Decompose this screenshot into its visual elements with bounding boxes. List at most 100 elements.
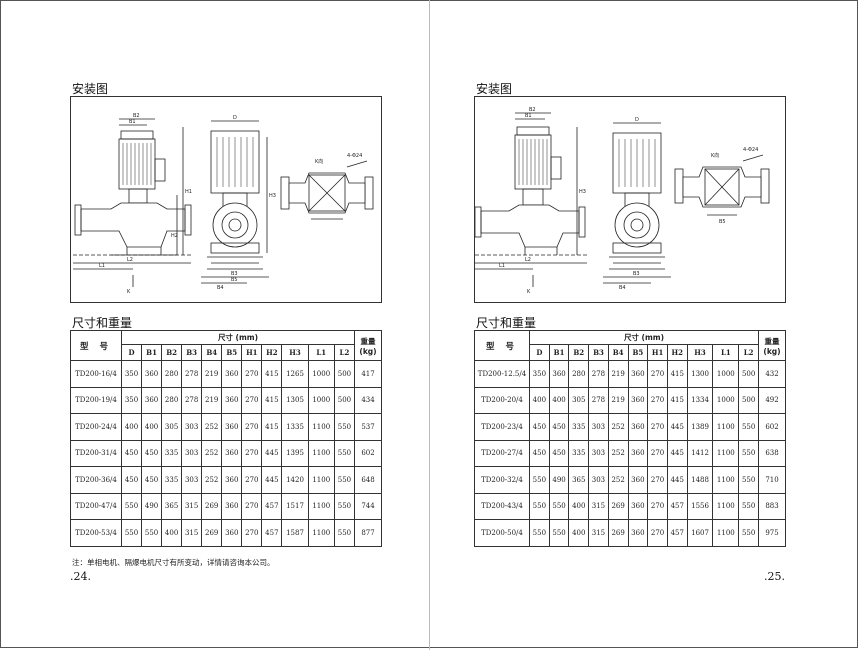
header-weight: 重量 (kg) bbox=[354, 330, 382, 361]
dimension-cell: 1300 bbox=[686, 360, 714, 388]
dimension-cell: 500 bbox=[333, 386, 356, 414]
dimension-cell: 400 bbox=[568, 492, 590, 520]
dimension-cell: 457 bbox=[666, 492, 688, 520]
col-L1: L1 bbox=[307, 344, 335, 361]
col-B4: B4 bbox=[607, 344, 629, 361]
dimension-cell: 360 bbox=[627, 439, 649, 467]
label-B4: B4 bbox=[217, 285, 224, 291]
dimension-cell: 365 bbox=[161, 492, 183, 520]
dimension-cell: 1100 bbox=[712, 519, 740, 547]
dimension-cell: 360 bbox=[627, 466, 649, 494]
dimension-cell: 415 bbox=[261, 386, 283, 414]
model-cell: TD200-31/4 bbox=[70, 439, 122, 467]
model-cell: TD200-32/4 bbox=[474, 466, 530, 494]
dimension-cell: 360 bbox=[221, 413, 243, 441]
dimension-cell: 1100 bbox=[712, 413, 740, 441]
col-H1: H1 bbox=[647, 344, 668, 361]
dimension-cell: 360 bbox=[627, 360, 649, 388]
dimension-cell: 1305 bbox=[281, 386, 309, 414]
dimension-cell: 1607 bbox=[686, 519, 714, 547]
dimension-cell: 360 bbox=[627, 519, 649, 547]
col-H3: H3 bbox=[281, 344, 309, 361]
dimension-cell: 550 bbox=[333, 492, 356, 520]
dimension-cell: 360 bbox=[548, 360, 570, 388]
dimension-cell: 550 bbox=[738, 439, 759, 467]
dimension-cell: 219 bbox=[607, 386, 629, 414]
label-L2: L2 bbox=[525, 257, 531, 263]
dimension-cell: 550 bbox=[738, 466, 759, 494]
column-header-row: D B1 B2 B3 B4 B5 H1 H2 H3 L1 L2 bbox=[475, 344, 786, 361]
weight-cell: 648 bbox=[354, 466, 382, 494]
page-number: .24. bbox=[70, 570, 91, 583]
weight-cell: 417 bbox=[354, 360, 382, 388]
page-divider bbox=[429, 0, 430, 650]
page-number: .25. bbox=[764, 570, 785, 583]
dimension-cell: 270 bbox=[647, 386, 668, 414]
label-B5: B5 bbox=[719, 219, 726, 225]
dimension-cell: 400 bbox=[141, 413, 163, 441]
dimension-cell: 550 bbox=[529, 492, 550, 520]
dimension-cell: 360 bbox=[221, 492, 243, 520]
dimension-cell: 1000 bbox=[307, 360, 335, 388]
dimension-cell: 450 bbox=[120, 439, 143, 467]
dimension-cell: 1587 bbox=[281, 519, 309, 547]
dimension-cell: 1412 bbox=[686, 439, 714, 467]
label-D: D bbox=[233, 115, 237, 121]
dimension-cell: 1100 bbox=[307, 413, 335, 441]
dimension-cell: 270 bbox=[241, 519, 263, 547]
left-page: 安装图 bbox=[70, 82, 382, 583]
col-B3: B3 bbox=[588, 344, 609, 361]
weight-cell: 432 bbox=[758, 360, 786, 388]
label-k-section: K向 bbox=[315, 158, 323, 165]
label-bolt-holes: 4-Φ24 bbox=[743, 147, 758, 153]
dimension-cell: 335 bbox=[161, 439, 183, 467]
dimension-cell: 550 bbox=[141, 519, 163, 547]
label-L2: L2 bbox=[127, 257, 133, 263]
col-H2: H2 bbox=[261, 344, 283, 361]
column-header-row: D B1 B2 B3 B4 B5 H1 H2 H3 L1 L2 bbox=[71, 344, 382, 361]
right-page: 安装图 bbox=[430, 0, 860, 650]
note: 注：单相电机、隔爆电机尺寸有所变动，详情请咨询本公司。 bbox=[72, 558, 275, 567]
dimension-cell: 360 bbox=[221, 360, 243, 388]
dimension-cell: 1100 bbox=[712, 439, 740, 467]
dimension-cell: 270 bbox=[647, 492, 668, 520]
dimension-cell: 415 bbox=[261, 360, 283, 388]
dimension-cell: 550 bbox=[120, 519, 143, 547]
dimension-cell: 350 bbox=[120, 386, 143, 414]
dimension-cell: 1100 bbox=[307, 519, 335, 547]
dimension-cell: 315 bbox=[181, 519, 203, 547]
dimension-cell: 550 bbox=[548, 492, 570, 520]
dimension-cell: 415 bbox=[666, 386, 688, 414]
model-cell: TD200-47/4 bbox=[70, 492, 122, 520]
dimension-cell: 303 bbox=[588, 413, 609, 441]
weight-cell: 975 bbox=[758, 519, 786, 547]
col-B5: B5 bbox=[627, 344, 649, 361]
dimension-cell: 303 bbox=[181, 466, 203, 494]
dimension-cell: 270 bbox=[241, 413, 263, 441]
label-B1: B1 bbox=[129, 119, 136, 125]
dimension-cell: 270 bbox=[241, 386, 263, 414]
dimension-cell: 280 bbox=[161, 386, 183, 414]
dimension-cell: 360 bbox=[221, 466, 243, 494]
dimension-cell: 303 bbox=[181, 439, 203, 467]
dimension-cell: 1335 bbox=[281, 413, 309, 441]
dimension-cell: 1100 bbox=[307, 466, 335, 494]
label-L1: L1 bbox=[99, 263, 105, 269]
header-weight: 重量 (kg) bbox=[758, 330, 786, 361]
dimension-cell: 400 bbox=[548, 386, 570, 414]
model-cell: TD200-19/4 bbox=[70, 386, 122, 414]
model-cell: TD200-23/4 bbox=[474, 413, 530, 441]
dimension-cell: 490 bbox=[141, 492, 163, 520]
dims-weight-title: 尺寸和重量 bbox=[476, 316, 537, 330]
col-B3: B3 bbox=[181, 344, 203, 361]
dimension-cell: 550 bbox=[738, 413, 759, 441]
col-L2: L2 bbox=[738, 344, 759, 361]
dimension-cell: 490 bbox=[548, 466, 570, 494]
dimension-cell: 270 bbox=[241, 439, 263, 467]
dimension-cell: 360 bbox=[141, 386, 163, 414]
model-cell: TD200-16/4 bbox=[70, 360, 122, 388]
